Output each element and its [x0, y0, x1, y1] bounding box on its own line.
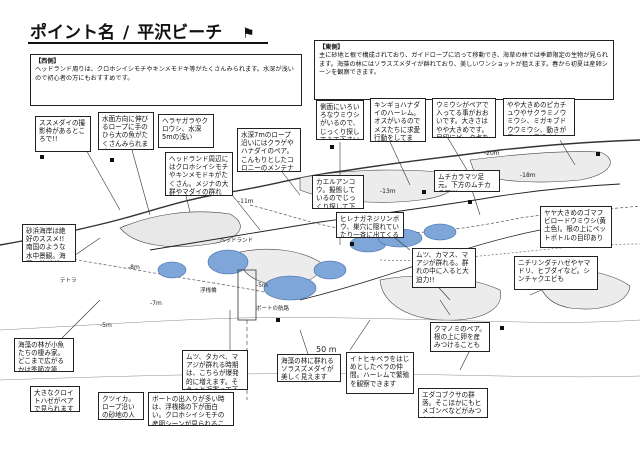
description-east-heading: 【東側】: [319, 44, 344, 51]
area-label-boat-route: ボートの航路: [256, 306, 290, 312]
point-marker: [110, 158, 114, 162]
description-west: 【西側】 ヘッドランド周りは、クロホシイシモチやキンメモドキ等がたくさんみられま…: [30, 54, 302, 106]
callout-pier: ボートの出入りが多い時は、浮桟橋の下が面白い。クロホシイシモチの産卵シーンが見ら…: [148, 392, 234, 426]
scale-label: 50 m: [316, 345, 337, 354]
depth-contour: [0, 317, 640, 331]
callout-sandy-beach: 砂浜海岸は絶好のススメ!! 南国のような水中景観。海藻の林がダイブ場所です: [22, 224, 76, 262]
callout-trumpetfish: ヘラヤガラやクロウシ、水深5mの浅い: [158, 114, 214, 148]
callout-goby-pair: 大きなクロイトハゼがペアで見られます: [30, 386, 80, 412]
seagrass-patch: [423, 223, 457, 241]
seagrass-patch: [313, 260, 347, 280]
description-east: 【東側】 主に砂地と根で構成されており、ガイドロープに沿って移動でき、海草の林で…: [314, 40, 614, 100]
callout-anthias-harem: キンギョハナダイのハーレム。オスがいるのでメスたちに求愛行動をしてます。アカオビ…: [370, 98, 426, 142]
point-marker: [40, 155, 44, 159]
area-label-pier: 浮桟橋: [200, 288, 217, 294]
seagrass-patches: [157, 223, 457, 301]
point-marker: [422, 190, 426, 194]
depth-label: -11m: [238, 198, 254, 205]
callout-pikachu-nudibranch: やや大きめのピカチュウやサクラミノウミウシ、ミガキブドウウミウシ、動きが早いので…: [503, 98, 575, 136]
callout-rope-7m: 水深7mのロープ沿いにはクラゲやハナダイのペア。こんもりとしたコロニーのメンテナ…: [237, 128, 301, 172]
callout-shrimp-goby: ニチリンダテハゼやヤマドリ、ヒブダイなど。シンチャクエビも: [514, 256, 598, 290]
description-east-text: 主に砂地と根で構成されており、ガイドロープに沿って移動でき、海草の林では季節限定…: [319, 52, 609, 77]
callout-whip-coral: ムチカラマツ足元。下方のムチカラマツ: [434, 170, 500, 192]
point-marker: [468, 200, 472, 204]
callout-damselfish-spot: ススメダイの撮影枠があるところで!!: [35, 116, 91, 152]
callout-nudibranch-pair: ウミウシがペアで入ってる事がおおいです。大きさはやや大きめです。目印にピーク点を…: [432, 98, 496, 138]
callout-rope-fish: 水面方向に伸びるロープに手のひら大の魚がたくさんみられます: [98, 112, 154, 150]
callout-nudibranch: 側面にいろいろなウミウシがいるので、じっくり探してみて下さい: [316, 100, 364, 140]
rock-area: [119, 211, 241, 247]
callout-damsel-seagrass: 海藻の林に群れるソラスズメダイが美しく見えます: [277, 354, 341, 382]
terrain-line: [379, 243, 640, 261]
seagrass-patch: [207, 249, 249, 275]
point-marker: [500, 326, 504, 330]
depth-label: -13m: [380, 188, 396, 195]
point-marker: [350, 242, 354, 246]
page-title: ポイント名 / 平沢ビーチ ⚑: [30, 18, 255, 43]
point-marker: [596, 152, 600, 156]
title-separator: /: [123, 23, 130, 43]
rock-area: [469, 151, 611, 183]
title-name: 平沢ビーチ: [137, 23, 223, 43]
callout-schooling-fish: ムツ、カマス、マアジが群れる。群れの中に入ると大迫力!!: [412, 248, 476, 288]
seagrass-patch: [157, 261, 187, 279]
callout-goma-nudibranch: ヤヤ大きめのゴマフビロードウミウシ(黄土色)。根の上にペットボトルの目印あり: [540, 206, 612, 248]
rock-area: [238, 248, 321, 286]
area-label-tetra: テトラ: [60, 278, 77, 284]
callout-schooling-west: ムツ、タカベ、マアジが群れる時期は、こちらが爆発的に増えます。そうっと近寄って下…: [182, 350, 248, 390]
callout-goby: ヒレナガネジリンボウ、巣穴に隠れていたり一斉に出てくる: [336, 212, 404, 238]
description-west-text: ヘッドランド周りは、クロホシイシモチやキンメモドキ等がたくさんみられます。水深が…: [35, 66, 294, 82]
description-west-heading: 【西側】: [35, 58, 60, 65]
depth-label: -5m: [256, 282, 268, 289]
callout-frogfish: カエルアンコウ。擬態しているのでじっくり探して下さい: [312, 175, 364, 209]
depth-label: -7m: [150, 300, 162, 307]
depth-label: -20m: [484, 150, 500, 157]
callout-seaweed: エダコブクサの群落。そこほかにもヒメゴンベなどがみつかる: [418, 388, 488, 418]
depth-label: -18m: [520, 172, 536, 179]
diver-flag-icon: ⚑: [242, 26, 255, 42]
point-marker: [330, 145, 334, 149]
point-marker: [276, 318, 280, 322]
callout-seagrass-west: 海藻の林が小魚たちの棲み家。どこまで広がるかは季節次第: [14, 338, 74, 372]
callout-squid: クツイカ。ロープ沿いの砂地の人形が目印: [98, 392, 144, 420]
title-underline: [28, 42, 268, 44]
seagrass-patch: [263, 275, 317, 301]
callout-clownfish: クマノミのペア。根の上に卵を産みつけることも: [430, 322, 490, 352]
title-prefix: ポイント名: [30, 23, 115, 43]
callout-wrasse: イトヒキベラをはじめとしたベラの仲間。ハーレムで繁殖を観察できます: [346, 352, 414, 394]
area-label-headland: ヘッドランド: [220, 238, 254, 244]
depth-label: -5m: [100, 322, 112, 329]
callout-headland: ヘッドランド周辺にはクロホシイシモチやキンメモドキがたくさん。メジナの大群やマダ…: [165, 152, 233, 196]
depth-label: -8m: [128, 264, 140, 271]
shoreline: [0, 139, 640, 246]
